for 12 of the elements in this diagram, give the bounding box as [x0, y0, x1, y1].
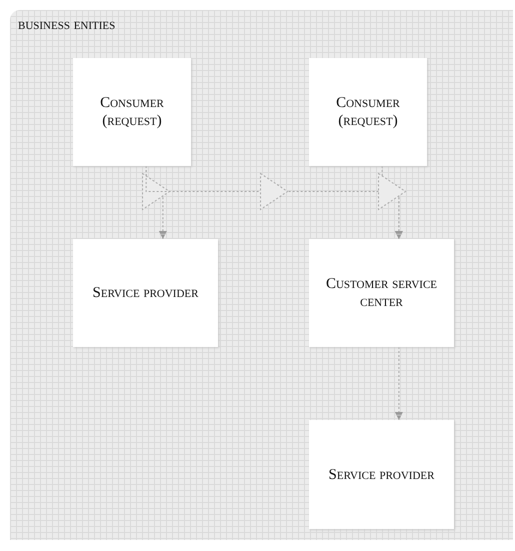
box-label: Consumer (request) [99, 94, 165, 130]
box-label: Service provider [92, 284, 198, 302]
process-box [309, 420, 454, 529]
box-label: Service provider [328, 466, 434, 484]
group-panel [10, 10, 513, 540]
process-box [73, 58, 191, 166]
box-label: Customer service center [324, 275, 438, 311]
process-box [309, 58, 427, 166]
process-box [309, 239, 454, 347]
process-box [73, 239, 218, 347]
panel-title: business enities [18, 16, 116, 34]
box-label: Consumer (request) [335, 94, 401, 130]
